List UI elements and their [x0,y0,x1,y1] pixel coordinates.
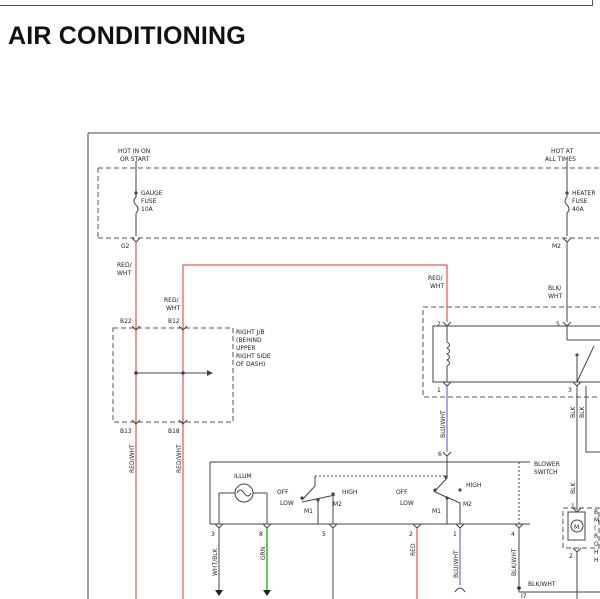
wire-blk-wht-bottom [518,588,600,593]
blu-wht-vertical-lower: BLU/WHT [453,550,460,578]
m2-label-1: M2 [333,501,342,508]
blower-switch [209,451,530,525]
gauge-fuse-label-3: 10A [141,206,154,213]
blk-wht-label-1: BLK/ [548,285,562,292]
motor-letter-6: H [594,549,599,556]
page-title: AIR CONDITIONING [8,22,246,50]
relay-pin-1: 1 [437,387,441,394]
gauge-fuse-label-2: FUSE [141,198,157,205]
g2-label: G2 [121,243,130,250]
wire-red-wht-top [182,264,448,599]
grn-vertical: GRN [260,547,267,560]
diagram-frame [87,132,600,599]
blower-switch-label-1: BLOWER [534,461,560,468]
gauge-fuse-label-1: GAUGE [141,190,163,197]
gauge-fuse: GAUGE FUSE 10A [133,161,163,236]
red-wht-label-left-2: WHT [117,270,131,277]
motor-pin-2: 2 [569,553,573,560]
motor-letter-3: ( [594,525,596,532]
i7-label: I7 [521,593,527,599]
blk-wht-vertical: BLK/WHT [511,548,518,576]
red-wht-label-mid-2: WHT [166,305,180,312]
wht-blk-vertical: WHT/BLK [212,547,219,576]
illum-label: ILLUM [234,473,252,480]
motor-letter-4: R [594,533,598,540]
m2-label: M2 [552,243,561,250]
or-start-label: OR START [120,156,150,163]
high-label-2: HIGH [466,482,481,489]
blk-wht-bottom-label: BLK/WHT [528,581,556,588]
hot-at-label: HOT AT [551,148,573,155]
off-label-1: OFF [277,489,289,496]
b12-label: B12 [168,318,180,325]
m1-label-1: M1 [304,508,313,515]
red-vertical: RED [410,543,417,556]
b22-label: B22 [120,318,132,325]
right-jb-label-5: OF DASH) [236,361,265,368]
pin-3-label: 3 [211,531,215,538]
blk-vertical-2: BLK [579,406,586,418]
pin-4-label: 4 [511,531,515,538]
heater-fuse-label-3: 40A [572,206,585,213]
pin-5-label: 5 [322,531,326,538]
blk-vertical-1: BLK [570,406,577,418]
red-wht-label-right-1: RED/ [428,275,444,282]
off-label-2: OFF [396,489,408,496]
right-jb-label-3: UPPER [236,345,256,352]
switch-output-pins [214,462,524,529]
heater-fuse-label-2: FUSE [572,198,588,205]
low-label-2: LOW [400,500,414,507]
wire-blk-ground [585,386,600,453]
arrow-grn [263,590,271,596]
heater-fuse: HEATER FUSE 40A [564,161,596,236]
blower-relay [422,306,600,398]
right-jb-label-4: RIGHT SIDE [236,353,271,360]
blower-switch-label-2: SWITCH [534,469,558,476]
pin-8-label: 8 [259,531,263,538]
connector-g2 [131,237,141,243]
connector-blu-wht-lower [454,587,466,593]
header-rule [0,0,593,6]
motor-letter-1: B [594,509,598,516]
heater-fuse-label-1: HEATER [572,190,596,197]
pin-2-label: 2 [409,531,413,538]
red-wht-label-right-2: WHT [430,283,444,290]
pin-6-label: 6 [438,451,442,458]
m1-label-2: M1 [432,508,441,515]
fuse-block-outline [97,167,600,239]
motor-letter-7: H [594,557,599,564]
right-jb-label-2: (BEHIND [236,337,262,344]
blu-wht-vertical-upper: BLU/WHT [440,410,447,438]
high-label-1: HIGH [342,489,357,496]
blower-motor: M [562,507,600,599]
red-wht-vertical-left: RED/WHT [129,444,136,473]
relay-pin-5: 5 [556,321,560,328]
hot-in-on-label: HOT IN ON [118,148,150,155]
motor-symbol: M [574,524,579,531]
low-label-1: LOW [280,500,294,507]
motor-pin-1: 1 [571,503,575,510]
relay-pin-3: 3 [568,387,572,394]
arrow-wht-blk [215,590,223,596]
b13-label: B13 [120,428,132,435]
blk-wht-label-2: WHT [548,293,562,300]
pin-1-label: 1 [453,531,457,538]
red-wht-label-left-1: RED/ [117,262,133,269]
m2-label-2: M2 [463,501,472,508]
red-wht-label-mid-1: RED/ [164,297,180,304]
motor-letter-5: O [594,541,599,548]
connector-m2 [562,237,572,243]
right-junction-block [112,325,234,425]
b18-label: B18 [168,428,180,435]
relay-pin-2: 2 [437,321,441,328]
motor-letter-2: M [594,517,599,524]
red-wht-vertical-mid: RED/WHT [176,444,183,473]
blk-vertical-3: BLK [570,482,577,494]
all-times-label: ALL TIMES [545,156,576,163]
right-jb-label-1: RIGHT J/B [236,329,265,336]
